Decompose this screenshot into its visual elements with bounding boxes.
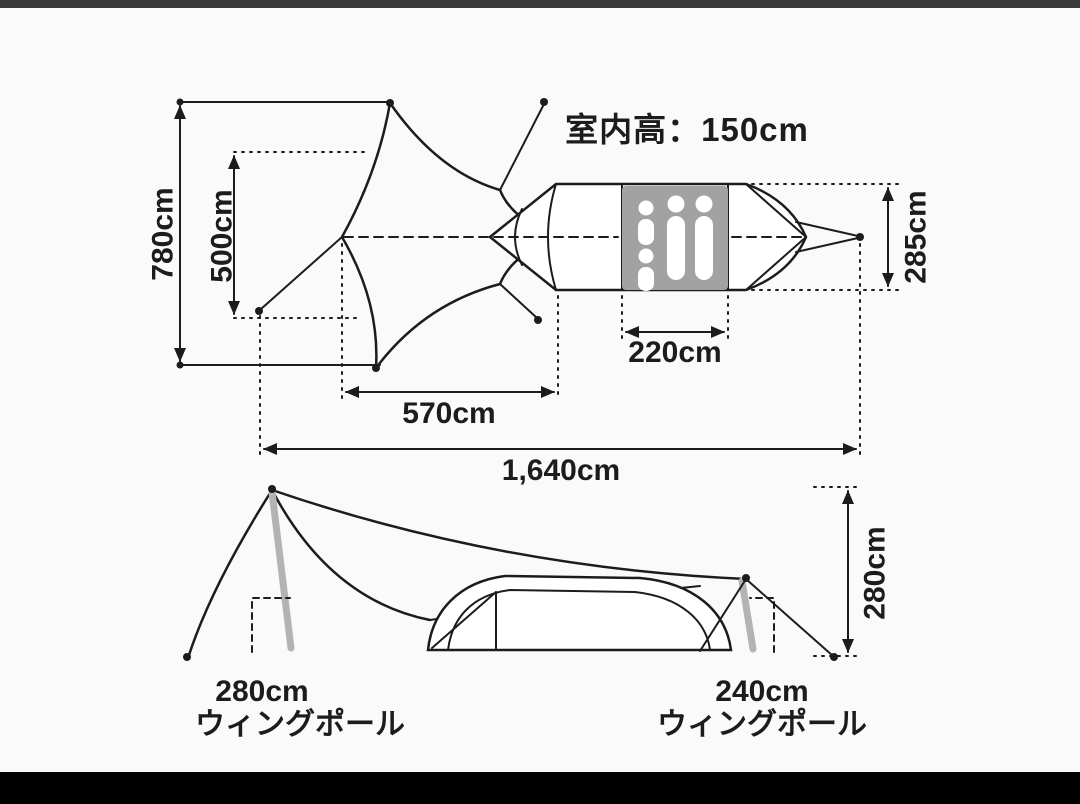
dim-label-220: 220cm bbox=[628, 336, 721, 369]
person-icon-adult bbox=[667, 195, 685, 280]
stake-dot bbox=[534, 316, 542, 324]
dimension-220: 220cm bbox=[621, 295, 729, 369]
guy-rope bbox=[260, 236, 343, 310]
dim-label-500: 500cm bbox=[206, 189, 239, 282]
interior-height-label: 室内高：150cm bbox=[565, 111, 809, 148]
stake-dot bbox=[255, 307, 263, 315]
dimension-285: 285cm bbox=[751, 183, 933, 291]
dim-label-285: 285cm bbox=[900, 190, 933, 283]
guy-rope bbox=[745, 578, 834, 657]
stake-dot bbox=[540, 98, 548, 106]
stake-dot bbox=[856, 233, 864, 241]
inner-tent-line bbox=[447, 588, 711, 651]
pole-apex-dot bbox=[268, 485, 276, 493]
stake-dot bbox=[386, 99, 394, 107]
dimension-1640: 1,640cm bbox=[259, 243, 861, 487]
dimension-500: 500cm bbox=[206, 151, 365, 319]
guy-rope bbox=[699, 578, 747, 652]
stake-dot bbox=[176, 361, 184, 369]
pole-reference-mark bbox=[749, 597, 775, 653]
rear-seam bbox=[745, 183, 807, 238]
left-pole-name-label: ウィングポール bbox=[195, 708, 405, 741]
dim-label-780: 780cm bbox=[147, 187, 180, 280]
tent-plan bbox=[488, 182, 864, 292]
dimension-280-height: 280cm bbox=[813, 486, 892, 657]
stake-dot bbox=[372, 364, 380, 372]
bottom-letterbox-bar bbox=[0, 772, 1080, 804]
dimension-570: 570cm bbox=[341, 243, 559, 430]
guy-rope bbox=[499, 103, 545, 191]
person-icon-child bbox=[638, 200, 654, 245]
left-pole-size-label: 280cm bbox=[215, 675, 308, 708]
right-pole-size-label: 240cm bbox=[715, 675, 808, 708]
occupant-icons bbox=[638, 195, 713, 291]
dimension-780: 780cm bbox=[147, 98, 393, 369]
side-view: 280cm 280cm ウィングポール 240cm ウィングポール bbox=[183, 485, 892, 741]
guy-rope bbox=[795, 237, 859, 253]
pole-reference-mark bbox=[251, 597, 291, 653]
guy-rope bbox=[499, 283, 538, 319]
person-icon-adult bbox=[695, 195, 713, 280]
dim-label-570: 570cm bbox=[402, 397, 495, 430]
dim-label-1640: 1,640cm bbox=[502, 454, 620, 487]
hexa-tarp-plan bbox=[255, 98, 562, 373]
rear-seam bbox=[745, 236, 807, 291]
dim-label-280-height: 280cm bbox=[859, 526, 892, 619]
tent-fly-outline bbox=[426, 574, 733, 652]
tent-side-profile bbox=[426, 574, 733, 652]
tarp-front-edge bbox=[270, 488, 432, 622]
guy-rope bbox=[795, 221, 859, 237]
inner-room bbox=[622, 186, 728, 291]
stake-dot bbox=[176, 98, 184, 106]
person-icon-child bbox=[638, 248, 654, 291]
wing-pole-right bbox=[738, 577, 757, 653]
top-view: 室内高：150cm 780cm 500cm 285cm bbox=[147, 98, 933, 487]
wing-pole-left bbox=[268, 488, 295, 652]
tarp-ridge-line bbox=[270, 488, 748, 581]
vestibule-seam bbox=[431, 591, 497, 649]
right-pole-name-label: ウィングポール bbox=[657, 708, 867, 741]
tarp-left-edge bbox=[187, 488, 274, 657]
stake-dot bbox=[183, 653, 191, 661]
top-letterbox-bar bbox=[0, 0, 1080, 8]
